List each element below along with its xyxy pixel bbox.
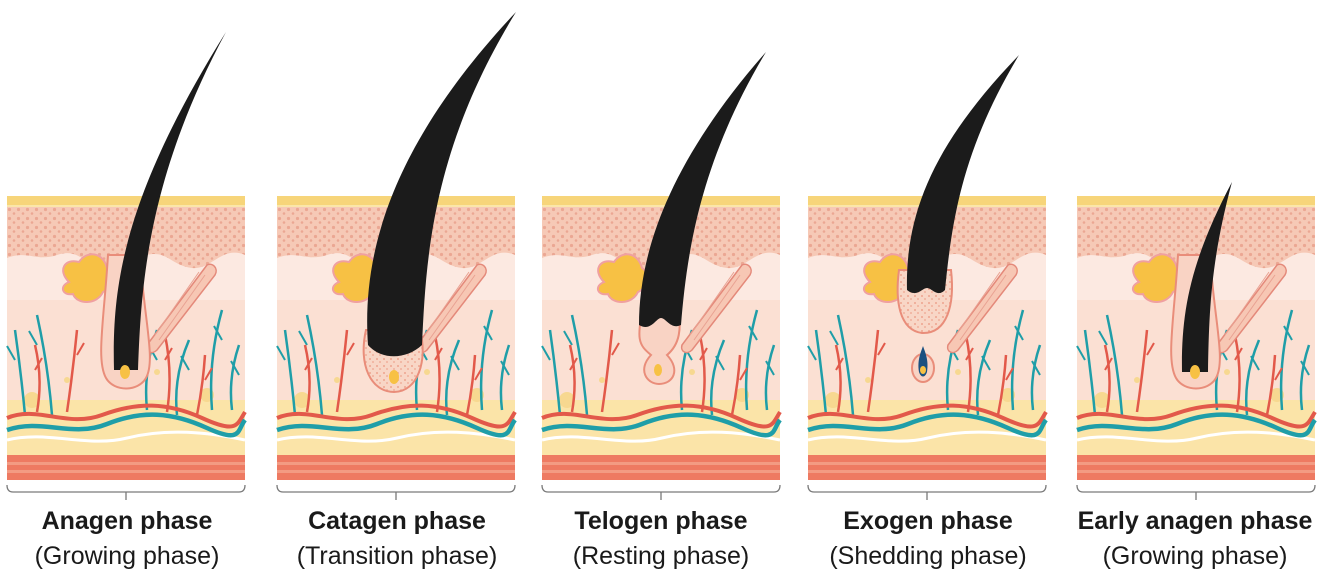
muscle-layer (808, 455, 1046, 480)
muscle-stripe (808, 470, 1046, 473)
muscle-stripe (277, 470, 515, 473)
muscle-layer (542, 455, 780, 480)
fat-cell (955, 369, 961, 375)
fat-cell (424, 369, 430, 375)
panel-catagen (277, 12, 516, 500)
bracket (277, 485, 515, 492)
dermal-papilla (120, 365, 130, 379)
dermal-papilla (654, 364, 662, 376)
muscle-stripe (277, 462, 515, 465)
muscle-stripe (1077, 462, 1315, 465)
muscle-stripe (542, 470, 780, 473)
muscle-stripe (7, 470, 245, 473)
dermal-papilla (389, 370, 399, 384)
fat-cell (689, 369, 695, 375)
dermal-papilla (920, 366, 926, 374)
panel-early-anagen (1077, 182, 1315, 500)
skin-surface-line (7, 205, 245, 207)
fat-cell (1224, 369, 1230, 375)
fat-cell (334, 377, 340, 383)
bracket (1077, 485, 1315, 492)
muscle-stripe (542, 462, 780, 465)
fat-cell (599, 377, 605, 383)
panel-anagen (7, 32, 245, 500)
muscle-layer (7, 455, 245, 480)
muscle-stripe (1077, 470, 1315, 473)
fat-cell (154, 369, 160, 375)
muscle-layer (277, 455, 515, 480)
panel-exogen (808, 55, 1046, 500)
muscle-stripe (7, 462, 245, 465)
panel-telogen (542, 52, 780, 500)
muscle-layer (1077, 455, 1315, 480)
dermal-papilla (1190, 365, 1200, 379)
bracket (7, 485, 245, 492)
muscle-stripe (808, 462, 1046, 465)
bracket (542, 485, 780, 492)
fat-cell (865, 377, 871, 383)
skin-surface-line (1077, 205, 1315, 207)
fat-cell (64, 377, 70, 383)
bracket (808, 485, 1046, 492)
fat-cell (1134, 377, 1140, 383)
skin-surface-line (542, 205, 780, 207)
